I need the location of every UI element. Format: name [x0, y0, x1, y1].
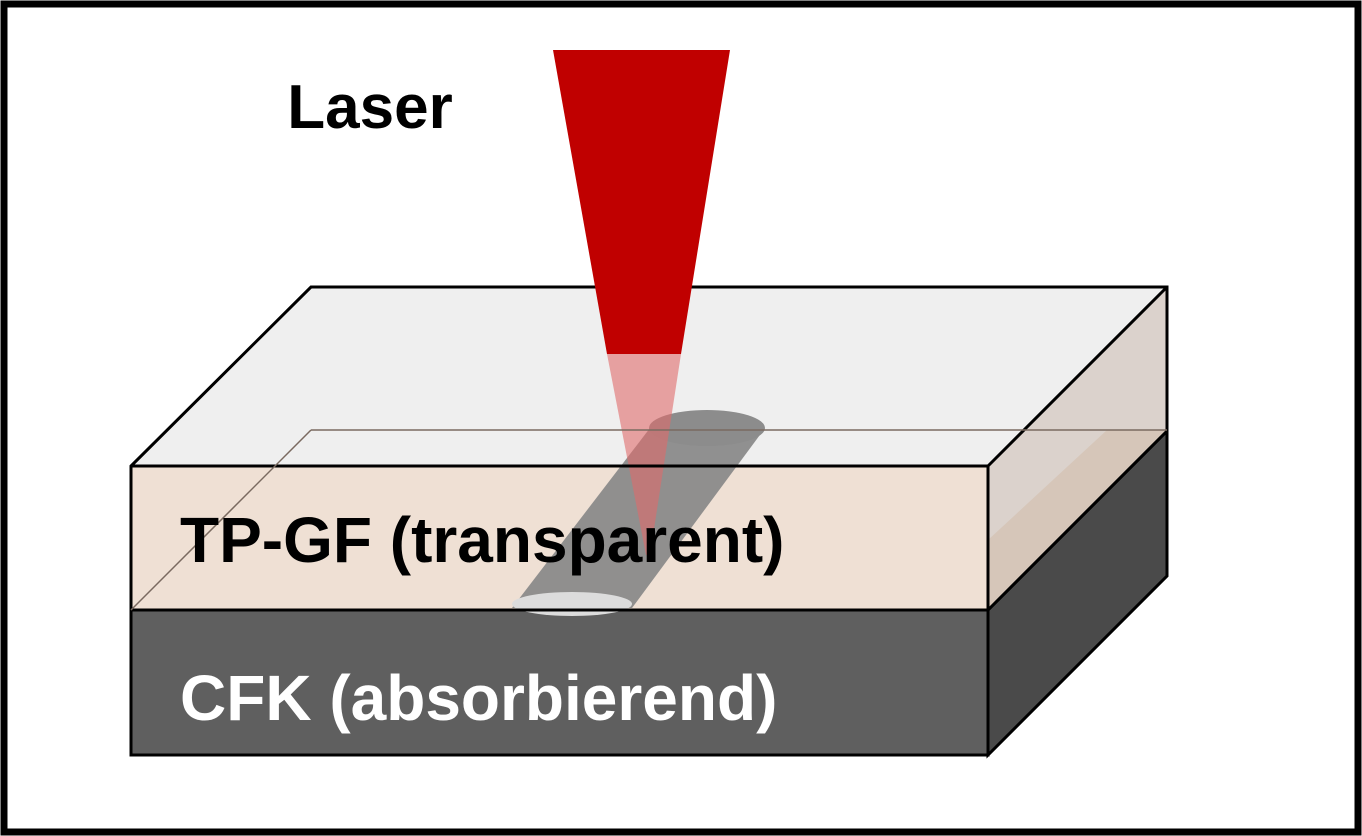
weld-seam — [512, 428, 765, 608]
interface-edges — [130, 429, 1167, 611]
weld-seam-bottom-end — [512, 592, 632, 616]
laser-beam-in-material — [607, 354, 681, 555]
tp-gf-label: TP-GF (transparent) — [180, 504, 784, 576]
weld-seam-top-end — [649, 410, 765, 446]
laser-beam — [553, 50, 730, 354]
tp-gf-edges — [129, 285, 1169, 612]
laser-label: Laser — [287, 73, 452, 142]
cfk-label: CFK (absorbierend) — [180, 662, 777, 734]
